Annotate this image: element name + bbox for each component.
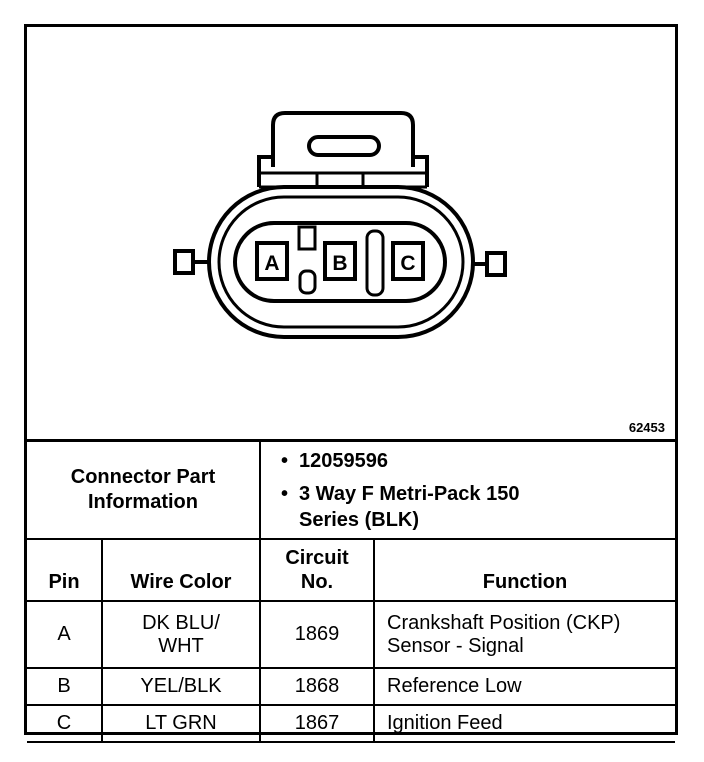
part-description: 3 Way F Metri-Pack 150 Series (BLK) <box>281 481 539 533</box>
connector-figure: A B C 62453 <box>27 27 675 439</box>
figure-id: 62453 <box>628 420 665 435</box>
pin-a-label: A <box>264 252 279 275</box>
connector-part-values: 12059596 3 Way F Metri-Pack 150 Series (… <box>259 439 675 540</box>
wire-color-cell: YEL/BLK <box>101 667 261 706</box>
connector-part-row: Connector Part Information 12059596 3 Wa… <box>27 439 675 540</box>
table-row: C LT GRN 1867 Ignition Feed <box>27 704 675 743</box>
pin-cell: A <box>27 600 103 669</box>
wire-color-cell: LT GRN <box>101 704 261 743</box>
circuit-cell: 1867 <box>259 704 375 743</box>
connector-drawing: A B C <box>173 111 507 339</box>
function-cell: Crankshaft Position (CKP) Sensor - Signa… <box>373 600 675 669</box>
pin-b-label: B <box>332 252 347 275</box>
function-cell: Ignition Feed <box>373 704 675 743</box>
pin-c-label: C <box>400 252 415 275</box>
wire-color-cell: DK BLU/ WHT <box>101 600 261 669</box>
connector-table: Connector Part Information 12059596 3 Wa… <box>27 439 675 743</box>
header-row: Pin Wire Color Circuit No. Function <box>27 538 675 602</box>
pin-a-box <box>255 241 289 281</box>
pin-b-box <box>323 241 357 281</box>
table-row: A DK BLU/ WHT 1869 Crankshaft Position (… <box>27 600 675 669</box>
header-pin: Pin <box>27 538 103 602</box>
header-circuit: Circuit No. <box>259 538 375 602</box>
connector-part-list: 12059596 3 Way F Metri-Pack 150 Series (… <box>261 448 675 533</box>
pin-c-box <box>391 241 425 281</box>
table-row: B YEL/BLK 1868 Reference Low <box>27 667 675 706</box>
header-function: Function <box>373 538 675 602</box>
pin-cell: C <box>27 704 103 743</box>
circuit-cell: 1868 <box>259 667 375 706</box>
pin-cell: B <box>27 667 103 706</box>
document-frame: A B C 62453 Connector Part Information 1… <box>24 24 678 743</box>
connector-part-label: Connector Part Information <box>27 439 261 540</box>
circuit-cell: 1869 <box>259 600 375 669</box>
part-number: 12059596 <box>281 448 675 474</box>
function-cell: Reference Low <box>373 667 675 706</box>
header-wire-color: Wire Color <box>101 538 261 602</box>
